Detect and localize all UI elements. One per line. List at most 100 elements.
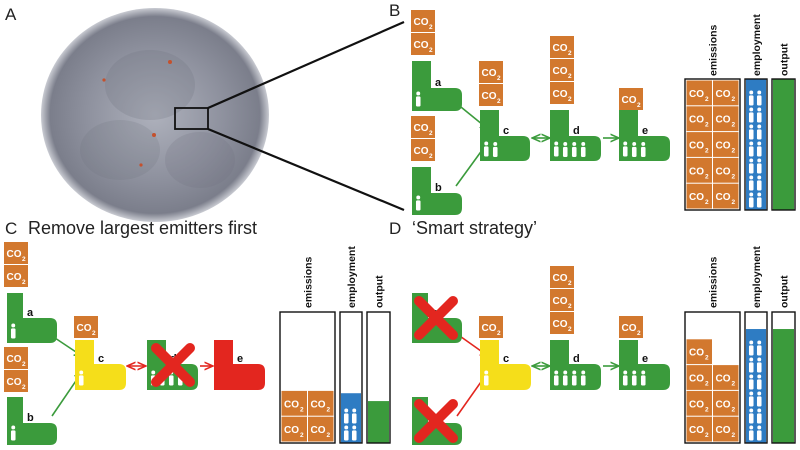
node-c: c [480, 340, 531, 390]
red-colony [152, 133, 156, 137]
node-c: c [75, 340, 126, 390]
person-icon [640, 370, 646, 386]
person-icon [756, 158, 762, 174]
co2-subscript: 2 [497, 98, 501, 105]
co2-box-bg [686, 183, 712, 209]
co2-label: CO [7, 272, 22, 283]
co2-subscript: 2 [732, 381, 736, 388]
co2-box-bg [4, 347, 28, 369]
person-icon [553, 370, 559, 386]
output-fill [773, 329, 794, 443]
co2-subscript: 2 [568, 303, 572, 310]
firm-shape [550, 110, 601, 161]
node-label-b: b [435, 182, 442, 194]
person-icon [343, 425, 349, 441]
person-icon [553, 141, 559, 157]
person-icon [492, 142, 498, 157]
node-c: c [480, 110, 530, 161]
co2-subscript: 2 [705, 381, 709, 388]
person-icon [631, 370, 637, 386]
co2-box-bg [411, 116, 435, 138]
co2-label: CO [689, 166, 704, 177]
node-e: e [619, 340, 670, 390]
person-icon [640, 142, 646, 157]
person-icon [748, 391, 754, 407]
co2-box-bg [619, 316, 643, 338]
person-icon [78, 370, 84, 386]
emissions-label: emissions [708, 24, 720, 76]
co2-subscript: 2 [732, 406, 736, 413]
co2-box-bg [686, 390, 712, 416]
person-icon [748, 408, 754, 424]
co2-label: CO [553, 296, 568, 307]
person-icon [351, 425, 357, 441]
co2-box-bg [619, 88, 643, 110]
co2-label: CO [716, 166, 731, 177]
co2-label: CO [7, 354, 22, 365]
person-icon [415, 195, 421, 211]
co2-box-bg [713, 106, 739, 132]
firm-shape [214, 340, 265, 390]
person-icon [748, 357, 754, 373]
person-icon [571, 142, 577, 157]
co2-subscript: 2 [22, 384, 26, 391]
co2-label: CO [482, 323, 497, 334]
person-icon [415, 91, 421, 107]
co2-subscript: 2 [732, 122, 736, 129]
co2-subscript: 2 [705, 406, 709, 413]
output-label: output [374, 275, 386, 308]
co2-subscript: 2 [705, 355, 709, 362]
co2-box-bg [713, 183, 739, 209]
node-label-a: a [27, 307, 34, 319]
person-icon [748, 192, 754, 208]
co2-box-bg [550, 59, 574, 81]
node-label-c: c [503, 353, 509, 365]
emissions-bar-frame [279, 311, 336, 444]
co2-label: CO [622, 95, 637, 106]
node-label-c: c [503, 125, 509, 137]
person-icon [580, 370, 586, 386]
person-icon [756, 107, 762, 123]
co2-subscript: 2 [300, 432, 304, 439]
person-icon [756, 408, 762, 424]
employment-bar-frame [744, 78, 768, 211]
co2-box-bg [686, 132, 712, 157]
co2-subscript: 2 [732, 96, 736, 103]
output-fill [773, 79, 794, 210]
co2-label: CO [77, 323, 92, 334]
petri-dish-image [41, 8, 269, 222]
person-icon [756, 192, 762, 208]
panel-title-c: Remove largest emitters first [28, 218, 258, 238]
co2-subscript: 2 [92, 330, 96, 337]
person-icon [748, 158, 754, 174]
output-bar [366, 311, 391, 444]
co2-box-bg [479, 61, 503, 83]
panel-title-d: ‘Smart strategy’ [412, 218, 538, 238]
co2-label: CO [716, 115, 731, 126]
node-label-e: e [237, 353, 243, 365]
person-icon [756, 90, 762, 106]
firm-shape [480, 110, 530, 161]
co2-box-bg [550, 36, 574, 58]
co2-label: CO [7, 377, 22, 388]
node-label-d: d [573, 353, 580, 365]
firm-shape [480, 340, 531, 390]
firm-shape [619, 340, 670, 390]
person-icon [748, 124, 754, 140]
co2-label: CO [716, 399, 731, 410]
employment-bar-frame [744, 311, 768, 444]
co2-subscript: 2 [300, 406, 304, 413]
